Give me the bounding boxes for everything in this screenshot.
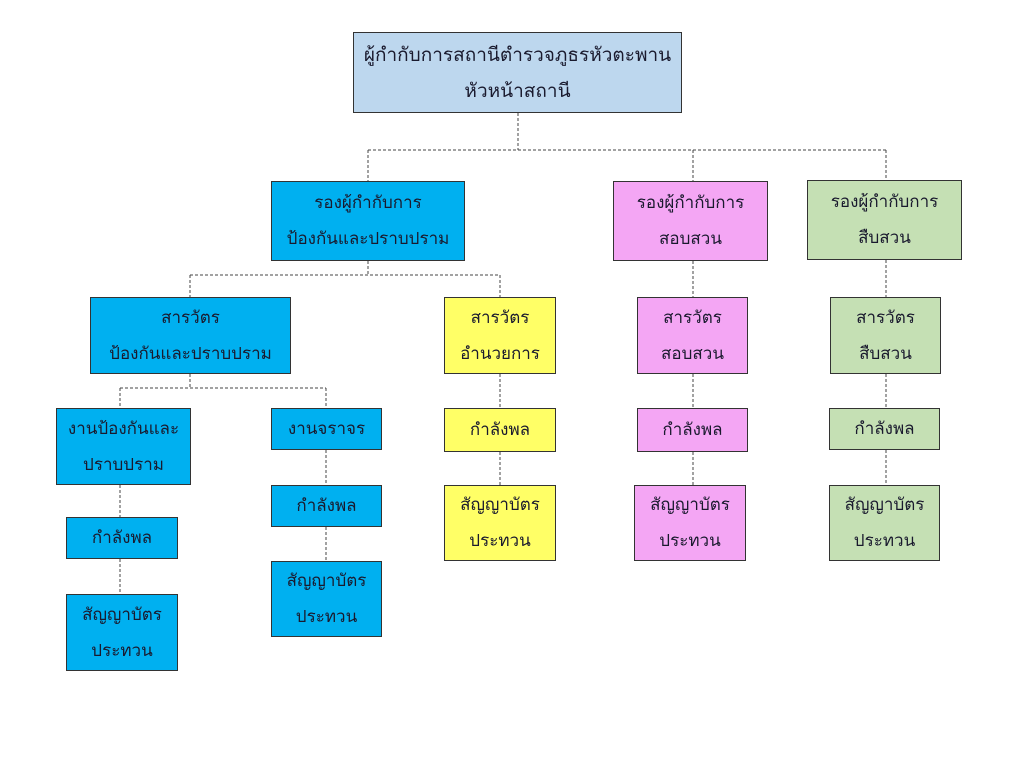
station-chief-box: ผู้กำกับการสถานีตำรวจภูธรหัวตะพาน หัวหน้… (353, 32, 682, 113)
box-line: กำลังพล (662, 420, 723, 440)
officers-box: สัญญาบัตร ประทวน (66, 594, 178, 671)
box-line: สัญญาบัตร (82, 604, 162, 625)
box-line: รองผู้กำกับการ (830, 192, 939, 212)
box-line: สัญญาบัตร (650, 495, 730, 515)
box-line: สืบสวน (858, 228, 911, 248)
box-line: กำลังพล (854, 419, 915, 439)
box-line: สอบสวน (659, 229, 722, 249)
connector (367, 113, 887, 181)
box-line: สัญญาบัตร (844, 495, 925, 515)
deputy-prevention-box: รองผู้กำกับการ ป้องกันและปราบปราม (271, 181, 465, 261)
officers-box: สัญญาบัตร ประทวน (444, 485, 556, 561)
officers-box: สัญญาบัตร ประทวน (271, 561, 382, 637)
box-line: ป้องกันและปราบปราม (109, 343, 272, 364)
unit-traffic-box: งานจราจร (271, 408, 382, 450)
personnel-box: กำลังพล (271, 485, 382, 527)
box-line: สัญญาบัตร (460, 495, 540, 515)
box-line: สารวัตร (470, 307, 530, 328)
unit-prevention-box: งานป้องกันและ ปราบปราม (56, 408, 191, 485)
box-line: กำลังพล (296, 496, 357, 516)
box-line: อำนวยการ (460, 343, 540, 364)
box-line: ประทวน (91, 640, 153, 661)
box-line: สารวัตร (161, 307, 220, 328)
box-line: งานจราจร (287, 419, 366, 439)
box-line: กำลังพล (91, 528, 153, 548)
box-line: ประทวน (659, 531, 721, 551)
box-line: งานป้องกันและ (67, 418, 180, 439)
personnel-box: กำลังพล (444, 408, 556, 452)
personnel-box: กำลังพล (829, 408, 940, 450)
personnel-box: กำลังพล (637, 408, 748, 452)
box-line: ผู้กำกับการสถานีตำรวจภูธรหัวตะพาน (363, 43, 672, 66)
box-line: ป้องกันและปราบปราม (286, 229, 450, 249)
officers-box: สัญญาบัตร ประทวน (829, 485, 940, 561)
box-line: สัญญาบัตร (286, 571, 367, 591)
box-line: รองผู้กำกับการ (314, 193, 422, 213)
connector (189, 261, 501, 297)
box-line: ประทวน (853, 531, 916, 551)
box-line: ปราบปราม (83, 454, 164, 475)
inspector-admin-box: สารวัตร อำนวยการ (444, 297, 556, 374)
deputy-investigation-box: รองผู้กำกับการ สอบสวน (613, 181, 768, 261)
box-line: สืบสวน (859, 343, 912, 364)
box-line: รองผู้กำกับการ (636, 193, 745, 213)
box-line: สารวัตร (856, 307, 915, 328)
connector (119, 374, 327, 408)
connector (119, 450, 327, 594)
personnel-box: กำลังพล (66, 517, 178, 559)
box-line: ประทวน (295, 607, 358, 627)
box-line: สารวัตร (663, 307, 722, 328)
inspector-investigation-box: สารวัตร สอบสวน (637, 297, 748, 374)
deputy-detective-box: รองผู้กำกับการ สืบสวน (807, 180, 962, 260)
box-line: สอบสวน (661, 343, 724, 364)
inspector-detective-box: สารวัตร สืบสวน (830, 297, 941, 374)
box-line: หัวหน้าสถานี (464, 79, 571, 102)
box-line: ประทวน (469, 531, 531, 551)
officers-box: สัญญาบัตร ประทวน (634, 485, 746, 561)
inspector-prevention-box: สารวัตร ป้องกันและปราบปราม (90, 297, 291, 374)
box-line: กำลังพล (469, 420, 531, 440)
